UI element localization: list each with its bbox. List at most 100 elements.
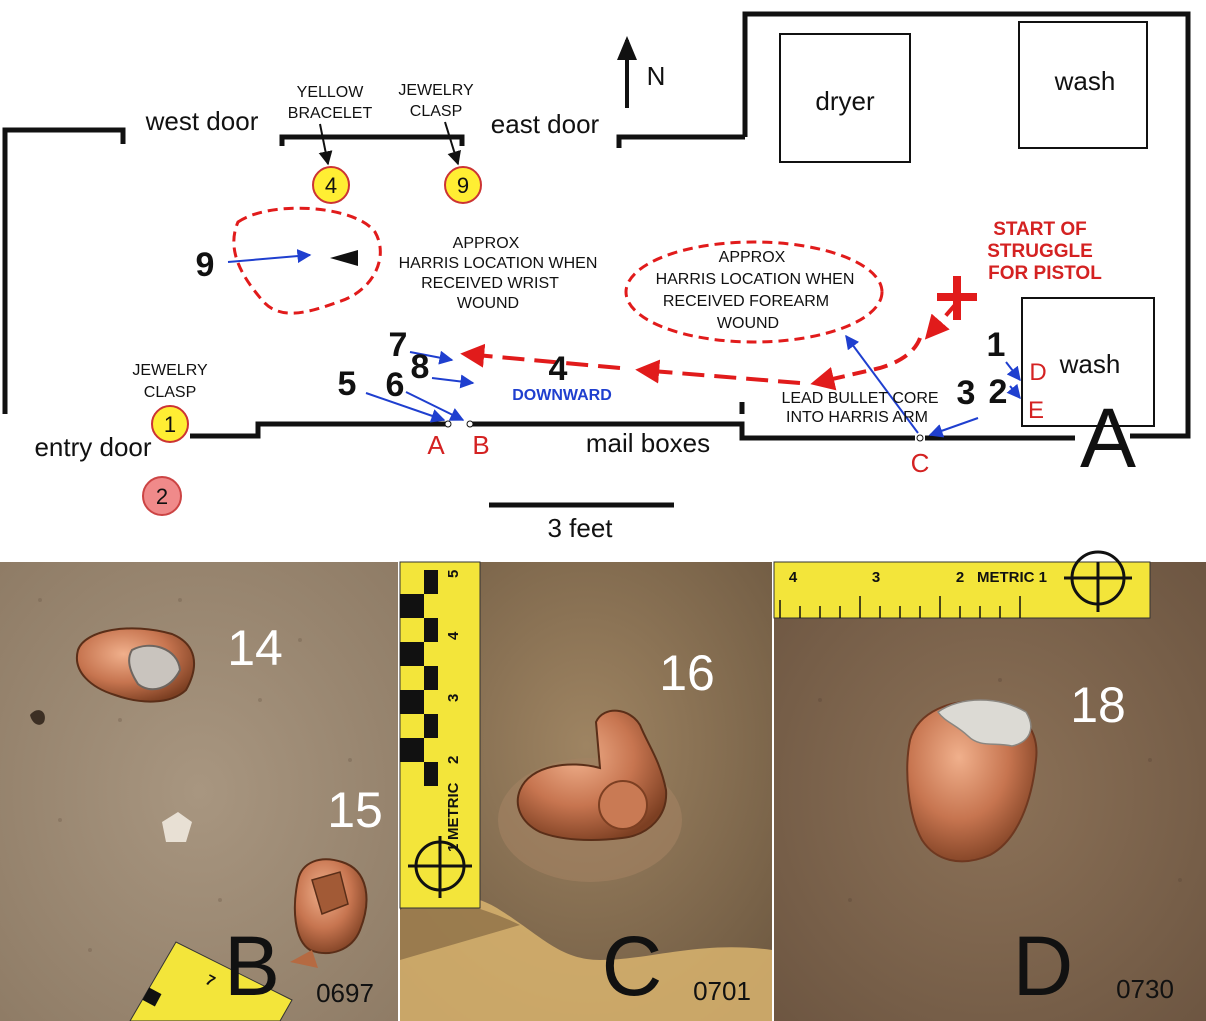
panel-letter-d: D bbox=[1013, 919, 1074, 1013]
evidence-marker-4: 4 bbox=[312, 166, 350, 204]
ruler-d-tick-4: 4 bbox=[789, 569, 798, 586]
ruler-c-tick-3: 3 bbox=[445, 694, 462, 702]
west-door-label: west door bbox=[145, 106, 259, 136]
ruler-d-tick-2: 2 bbox=[956, 569, 964, 586]
mail-boxes-label: mail boxes bbox=[586, 428, 710, 458]
lead-core-note-line1: LEAD BULLET CORE bbox=[781, 390, 938, 407]
shot-number-2: 2 bbox=[989, 373, 1008, 411]
ruler-d-tick-3: 3 bbox=[872, 569, 880, 586]
dryer-label: dryer bbox=[815, 86, 875, 116]
north-label: N bbox=[647, 61, 666, 91]
struggle-path bbox=[460, 303, 957, 391]
bullet-trajectories bbox=[227, 249, 1021, 438]
photo-panel-c: 5 4 3 2 METRIC 1 16 C 0701 bbox=[399, 561, 772, 1021]
evidence-marker-9: 9 bbox=[444, 166, 482, 204]
ruler-d-metric: METRIC 1 bbox=[977, 569, 1047, 586]
washer-top-box bbox=[1018, 21, 1148, 149]
photo-b-scale: 7 bbox=[129, 941, 293, 1021]
impact-point-d: D bbox=[1029, 359, 1046, 386]
scale-bar-label: 3 feet bbox=[547, 513, 613, 543]
photo-b-item-14: 14 bbox=[227, 620, 283, 676]
photo-c-ruler: 5 4 3 2 METRIC 1 bbox=[399, 561, 481, 909]
photo-d-code: 0730 bbox=[1116, 974, 1174, 1004]
svg-text:1: 1 bbox=[164, 412, 176, 437]
marker-4-label-line1: YELLOW bbox=[297, 84, 365, 101]
svg-text:4: 4 bbox=[325, 173, 337, 198]
marker-9-label-line1: JEWELRY bbox=[398, 82, 474, 99]
photo-c-code: 0701 bbox=[693, 976, 751, 1006]
washer-right-label: wash bbox=[1059, 349, 1121, 379]
dryer-box bbox=[779, 33, 911, 163]
svg-text:9: 9 bbox=[457, 173, 469, 198]
forearm-wound-region bbox=[624, 240, 884, 344]
crosshair-c bbox=[408, 836, 472, 898]
crosshair-d bbox=[1064, 550, 1132, 612]
shot-number-4: 4 bbox=[549, 350, 568, 388]
shot-number-9: 9 bbox=[196, 246, 215, 284]
floor-pit bbox=[30, 710, 45, 725]
struggle-start-cross bbox=[937, 276, 977, 320]
photo-d-item-18: 18 bbox=[1070, 677, 1126, 733]
evidence-marker-1: 1 bbox=[151, 405, 189, 443]
wrist-note-line3: RECEIVED WRIST bbox=[421, 275, 559, 292]
struggle-note-line1: START OF bbox=[993, 219, 1087, 240]
walls bbox=[2, 11, 1191, 441]
shot-number-8: 8 bbox=[411, 348, 430, 386]
north-arrow: N bbox=[617, 36, 665, 108]
bullet-fragment-18 bbox=[906, 699, 1038, 863]
entry-door-label: entry door bbox=[34, 432, 151, 462]
photo-b-code: 0697 bbox=[316, 978, 374, 1008]
marker-9-pointer bbox=[444, 121, 461, 166]
bullet-fragment-14 bbox=[75, 627, 195, 703]
washer-right-box bbox=[1021, 297, 1155, 427]
shot-number-1: 1 bbox=[987, 326, 1006, 364]
photo-panel-b: 14 15 7 B 0697 bbox=[0, 562, 398, 1021]
floor-plan: dryer wash wash N west door east door en… bbox=[2, 11, 1191, 543]
wrist-note-line1: APPROX bbox=[453, 235, 520, 252]
shot-number-7: 7 bbox=[389, 326, 408, 364]
forearm-note-line3: RECEIVED FOREARM bbox=[663, 293, 829, 310]
ruler-c-tick-4: 4 bbox=[445, 631, 462, 640]
marker-4-label-line2: BRACELET bbox=[288, 105, 373, 122]
marker-9-label-line2: CLASP bbox=[410, 103, 462, 120]
evidence-marker-2: 2 bbox=[142, 476, 182, 516]
struggle-note-line2: STRUGGLE bbox=[987, 241, 1093, 262]
downward-note: DOWNWARD bbox=[512, 387, 612, 404]
wrist-wound-region bbox=[232, 206, 382, 315]
impact-point-a: A bbox=[427, 430, 445, 460]
marker-4-pointer bbox=[318, 123, 333, 166]
washer-top-label: wash bbox=[1054, 66, 1116, 96]
photo-panel-d: 4 3 2 METRIC 1 18 D 0730 bbox=[773, 550, 1206, 1021]
marker-1-label-line1: JEWELRY bbox=[132, 362, 208, 379]
impact-point-b: B bbox=[472, 430, 489, 460]
panel-letter-c: C bbox=[602, 919, 663, 1013]
ruler-c-tick-5: 5 bbox=[445, 570, 462, 578]
photo-d-ruler: 4 3 2 METRIC 1 bbox=[773, 550, 1151, 619]
shot-number-6: 6 bbox=[386, 366, 405, 404]
wrist-note-line4: WOUND bbox=[457, 295, 519, 312]
impact-point-c: C bbox=[911, 448, 930, 478]
wrist-note-line2: HARRIS LOCATION WHEN bbox=[399, 255, 598, 272]
forearm-note-line1: APPROX bbox=[719, 249, 786, 266]
direction-triangle bbox=[330, 250, 358, 266]
shot-number-5: 5 bbox=[338, 365, 357, 403]
photo-b-item-15: 15 bbox=[327, 782, 383, 838]
svg-text:2: 2 bbox=[156, 484, 168, 509]
marker-1-label-line2: CLASP bbox=[144, 384, 196, 401]
bullet-fragment-15 bbox=[290, 858, 368, 968]
lead-core-note-line2: INTO HARRIS ARM bbox=[786, 409, 928, 426]
debris bbox=[162, 812, 192, 842]
struggle-note-line3: FOR PISTOL bbox=[988, 263, 1102, 284]
impact-point-e: E bbox=[1028, 397, 1044, 424]
ruler-c-tick-2: 2 bbox=[445, 756, 462, 764]
photo-c-item-16: 16 bbox=[659, 645, 715, 701]
shot-number-3: 3 bbox=[957, 374, 976, 412]
bullet-fragment-16 bbox=[498, 709, 682, 882]
panel-letter-b: B bbox=[224, 919, 280, 1013]
east-door-label: east door bbox=[491, 109, 600, 139]
ruler-c-metric: METRIC bbox=[445, 782, 462, 840]
forearm-note-line4: WOUND bbox=[717, 315, 779, 332]
panel-letter-a: A bbox=[1080, 391, 1136, 485]
forearm-note-line2: HARRIS LOCATION WHEN bbox=[656, 271, 855, 288]
